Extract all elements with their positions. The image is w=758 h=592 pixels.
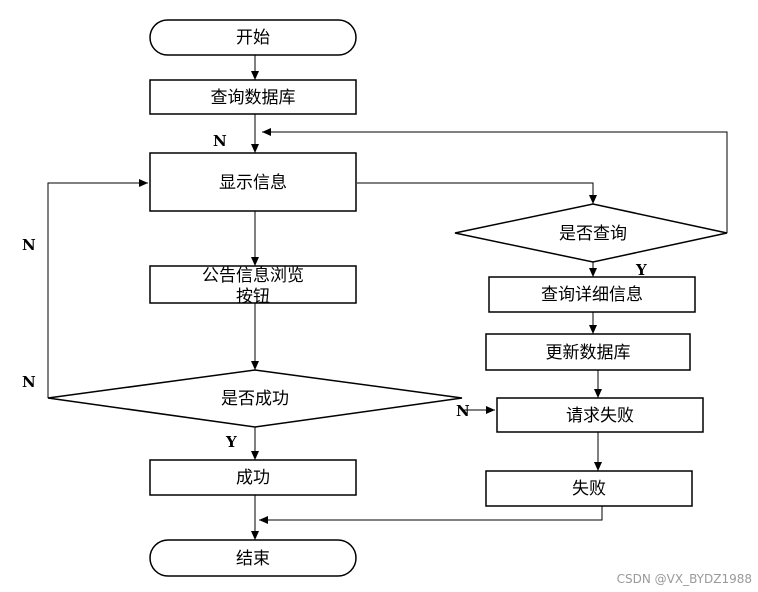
query-db-label: 查询数据库: [211, 88, 296, 108]
is-query-label: 是否查询: [559, 224, 627, 244]
query-db-node: [149, 79, 357, 115]
notice-browse-node: [149, 265, 357, 304]
watermark: CSDN @VX_BYDZ1988: [617, 572, 752, 586]
edge-fail-end: [259, 506, 603, 524]
query-detail-label: 查询详细信息: [541, 285, 643, 305]
fail-label: 失败: [572, 479, 606, 499]
show-info-label: 显示信息: [219, 173, 287, 193]
edge-label-n-request: N: [456, 402, 470, 420]
request-fail-label: 请求失败: [566, 406, 634, 426]
is-success-label: 是否成功: [221, 389, 289, 409]
query-detail-node: [488, 276, 696, 313]
edge-label-n-left-lower: N: [22, 373, 36, 391]
success-label: 成功: [236, 468, 270, 488]
start-label: 开始: [236, 28, 270, 48]
is-query-decision: [454, 203, 728, 263]
fail-node: [485, 470, 693, 507]
edge-isquery-no-loop: [262, 128, 728, 233]
end-node: [149, 539, 357, 577]
connectors: [47, 55, 728, 540]
success-node: [149, 459, 357, 496]
show-info-node: [149, 152, 357, 212]
edge-label-n-top: N: [213, 132, 227, 150]
start-node: [149, 19, 357, 56]
edge-label-n-left-upper: N: [22, 236, 36, 254]
update-db-label: 更新数据库: [546, 343, 631, 363]
end-label: 结束: [236, 549, 270, 569]
update-db-node: [485, 333, 691, 371]
is-success-decision: [47, 369, 463, 428]
edge-fail-loop-left: [47, 179, 148, 398]
notice-browse-label-line1: 公告信息浏览: [202, 266, 304, 286]
edge-label-y-success: Y: [225, 433, 237, 451]
notice-browse-label-line2: 按钮: [236, 287, 270, 307]
request-fail-node: [496, 397, 704, 433]
edge-label-y-query: Y: [635, 261, 647, 279]
edge-show-isquery: [357, 182, 597, 204]
